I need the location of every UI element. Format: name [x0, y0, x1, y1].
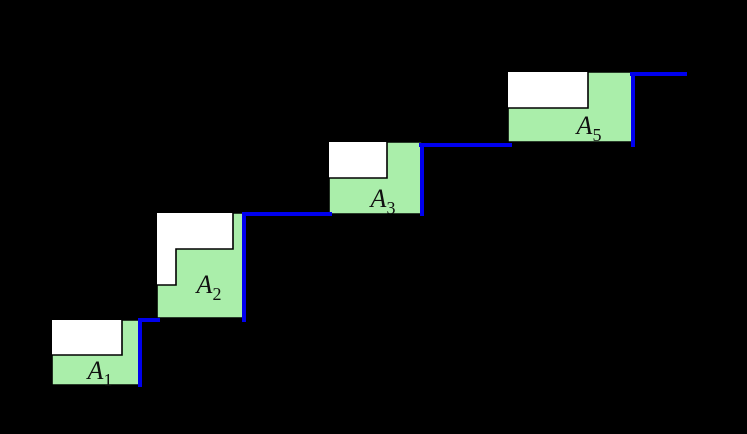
region-outline-a2 — [156, 212, 245, 319]
region-a3 — [328, 141, 423, 215]
area-label-subscript-a2: 2 — [212, 284, 221, 304]
region-a1 — [51, 319, 141, 386]
area-label-subscript-a3: 3 — [386, 198, 395, 218]
region-cutout-a3-0 — [329, 142, 387, 178]
area-label-a1: A1 — [86, 356, 113, 390]
area-label-base-a5: A — [575, 111, 593, 140]
area-label-base-a2: A — [195, 270, 213, 299]
area-label-subscript-a5: 5 — [592, 125, 601, 145]
region-a2 — [156, 212, 245, 319]
region-cutout-a2-0 — [157, 213, 233, 249]
area-label-a2: A2 — [195, 270, 222, 304]
region-cutout-a2-1 — [157, 249, 176, 285]
region-a5 — [507, 71, 634, 143]
area-label-subscript-a1: 1 — [103, 370, 112, 390]
area-label-a3: A3 — [369, 184, 396, 218]
regions-layer — [51, 71, 634, 386]
area-label-base-a1: A — [86, 356, 104, 385]
area-label-base-a3: A — [369, 184, 387, 213]
region-cutout-a5-0 — [508, 72, 588, 108]
region-cutout-a1-0 — [52, 320, 122, 355]
staircase-path-layer — [138, 72, 687, 387]
area-label-a5: A5 — [575, 111, 602, 145]
